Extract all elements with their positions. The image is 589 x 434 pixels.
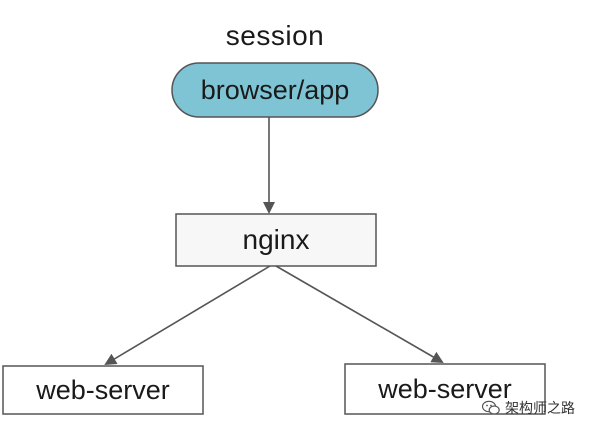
server-right-label: web-server — [378, 373, 512, 404]
server-left-node — [2, 365, 204, 415]
watermark-text: 架构师之路 — [505, 400, 575, 416]
wechat-icon — [482, 400, 500, 415]
watermark: 架构师之路 — [482, 398, 575, 418]
diagram-title: session — [225, 20, 325, 51]
edge-proxy-server-left — [104, 265, 271, 366]
edge-proxy-server-right — [275, 265, 444, 364]
server-right-node — [344, 363, 546, 415]
server-left-label: web-server — [36, 374, 170, 405]
client-node — [171, 62, 379, 118]
proxy-node-label: nginx — [242, 224, 310, 255]
client-node-label: browser/app — [200, 74, 350, 105]
proxy-node — [175, 213, 377, 267]
